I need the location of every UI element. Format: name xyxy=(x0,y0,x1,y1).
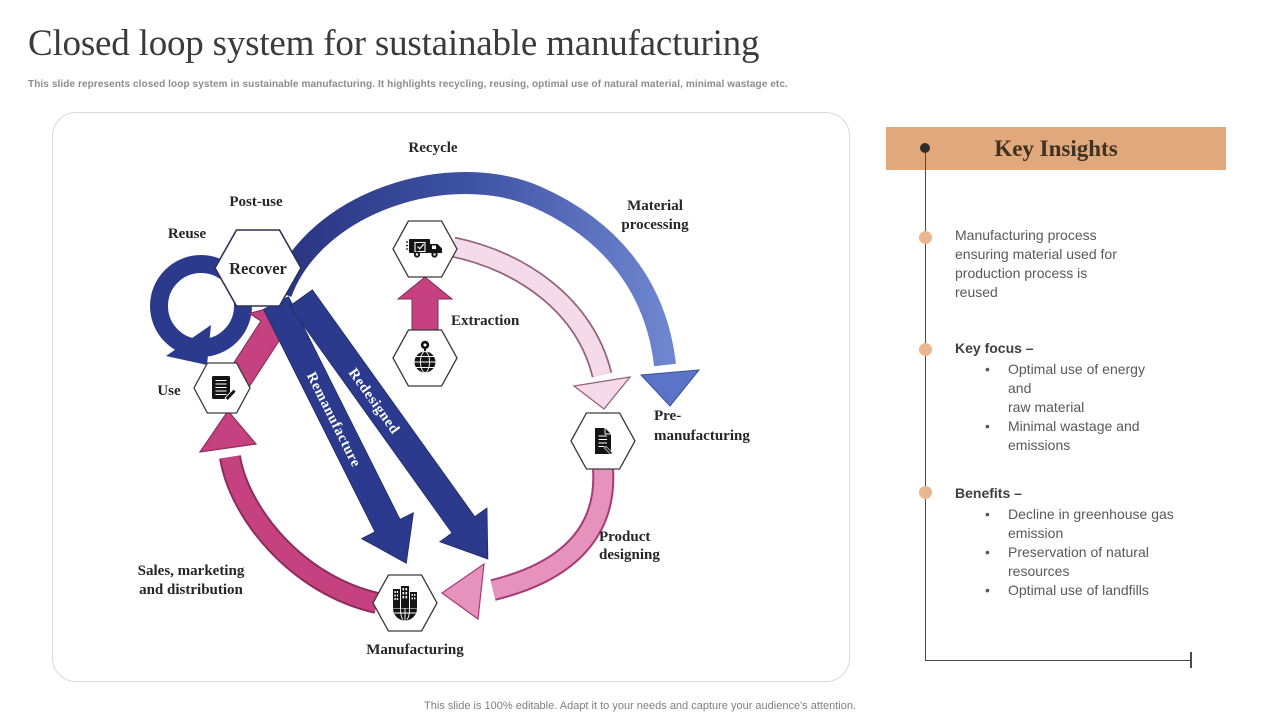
insight-heading: Key focus – xyxy=(955,340,1034,356)
timeline-horizontal-line xyxy=(925,660,1191,661)
insight-bullet-text: Optimal use of energy and raw material xyxy=(1008,361,1145,415)
timeline-dot-1 xyxy=(919,231,932,244)
bullet-marker: • xyxy=(985,506,990,522)
slide-footer-note: This slide is 100% editable. Adapt it to… xyxy=(424,700,856,712)
page-title: Closed loop system for sustainable manuf… xyxy=(28,23,760,64)
factory-globe-icon xyxy=(393,586,417,621)
insight-bullet-text: Minimal wastage and emissions xyxy=(1008,418,1140,453)
recover-label: Recover xyxy=(229,259,287,278)
truck-hexagon xyxy=(392,220,458,278)
pre-manufacturing-label-line2: manufacturing xyxy=(654,428,750,444)
insight-bullet: • Optimal use of energy and raw material xyxy=(985,360,1205,417)
key-insights-title: Key Insights xyxy=(994,135,1118,161)
manufacturing-hexagon xyxy=(372,574,438,632)
insight-bullet: • Minimal wastage and emissions xyxy=(985,417,1205,455)
pre-manufacturing-label-line1: Pre- xyxy=(654,408,681,424)
slide-subtitle: This slide represents closed loop system… xyxy=(28,79,788,90)
use-label: Use xyxy=(157,383,181,399)
sales-distribution-arc-arrow xyxy=(198,410,380,614)
material-processing-label-line2: processing xyxy=(621,217,689,233)
timeline-dot-2 xyxy=(919,343,932,356)
recycle-label: Recycle xyxy=(408,140,457,156)
insight-section-key-focus: Key focus – • Optimal use of energy and … xyxy=(955,339,1205,455)
timeline-dot-3 xyxy=(919,486,932,499)
bullet-marker: • xyxy=(985,582,990,598)
key-insights-header: Key Insights xyxy=(886,127,1226,170)
delivery-truck-icon xyxy=(406,239,442,258)
product-designing-label-line2: designing xyxy=(599,547,660,563)
globe-location-pin-icon xyxy=(414,340,436,373)
reuse-label: Reuse xyxy=(168,226,207,242)
material-processing-arc-arrow xyxy=(450,236,632,410)
timeline-vertical-line xyxy=(925,152,926,660)
product-designing-arc-arrow xyxy=(440,468,615,621)
bullet-marker: • xyxy=(985,361,990,377)
material-processing-label-line1: Material xyxy=(627,198,683,214)
timeline-start-dot xyxy=(920,143,930,153)
sales-label-line1: Sales, marketing xyxy=(138,563,245,579)
recycle-arc-arrow xyxy=(270,172,701,407)
insight-heading: Benefits – xyxy=(955,485,1022,501)
notebook-pencil-icon xyxy=(212,376,237,402)
insight-bullet-text: Optimal use of landfills xyxy=(1008,582,1149,598)
bullet-marker: • xyxy=(985,418,990,434)
sales-label-line2: and distribution xyxy=(139,582,243,598)
use-hexagon xyxy=(193,362,251,414)
closed-loop-diagram: Remanufacture Redesigned Recover xyxy=(138,140,751,658)
insight-bullet: • Optimal use of landfills xyxy=(985,581,1205,600)
closed-loop-diagram-panel: Remanufacture Redesigned Recover xyxy=(52,112,850,682)
insight-bullet-text: Decline in greenhouse gas emission xyxy=(1008,506,1174,541)
insight-bullet: • Decline in greenhouse gas emission xyxy=(985,505,1205,543)
insight-bullet: • Preservation of natural resources xyxy=(985,543,1205,581)
bullet-marker: • xyxy=(985,544,990,560)
extraction-arrow xyxy=(396,276,454,338)
document-pen-icon xyxy=(595,428,614,456)
insight-intro-text: Manufacturing process ensuring material … xyxy=(955,227,1117,300)
post-use-label: Post-use xyxy=(229,194,283,210)
pre-manufacturing-hexagon xyxy=(570,412,636,470)
timeline-end-tick xyxy=(1190,652,1192,668)
extraction-label: Extraction xyxy=(451,313,520,329)
product-designing-label-line1: Product xyxy=(599,529,650,545)
insight-section-benefits: Benefits – • Decline in greenhouse gas e… xyxy=(955,484,1205,600)
globe-hexagon xyxy=(392,329,458,387)
recover-hexagon: Recover xyxy=(214,229,302,307)
insight-bullet-text: Preservation of natural resources xyxy=(1008,544,1149,579)
insight-section-intro: Manufacturing process ensuring material … xyxy=(955,226,1205,302)
manufacturing-label: Manufacturing xyxy=(366,642,464,658)
